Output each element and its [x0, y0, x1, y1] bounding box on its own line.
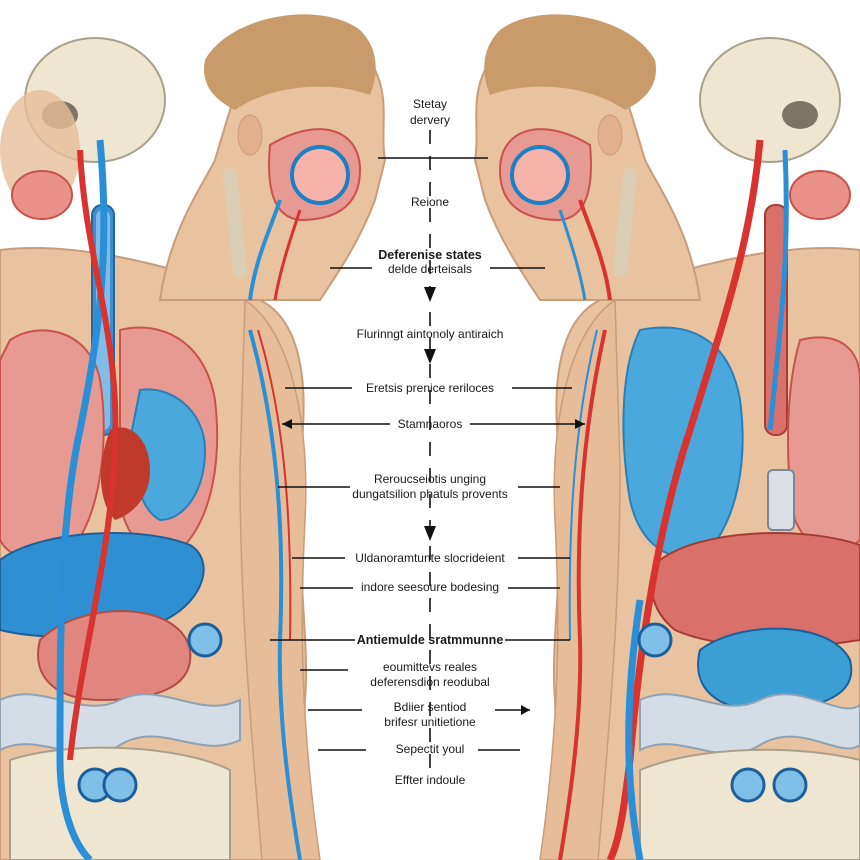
label-uldanoramtunte: Uldanoramtunte slocrideient	[355, 551, 505, 565]
right-big-vein	[625, 599, 644, 860]
arrow-right-stamnaoros	[575, 419, 585, 429]
right-throat-organ	[789, 170, 851, 220]
left-cervical-spine	[223, 168, 247, 277]
arrow-down-3	[424, 526, 436, 541]
right-eye-socket	[782, 101, 818, 129]
center-arrows	[282, 287, 585, 715]
right-device	[767, 469, 795, 531]
right-intestines	[639, 693, 860, 755]
label-indore: indore seesoure bodesing	[360, 580, 500, 594]
right-hair	[484, 14, 656, 110]
label-brifesr: brifesr unitietione	[384, 715, 476, 729]
label-eoumittevs: eoumittevs reales	[382, 660, 478, 674]
label-dungatsilion: dungatsilion phatuls provents	[352, 487, 508, 501]
left-head-profile	[158, 14, 387, 301]
left-hair	[204, 14, 376, 110]
arrow-left-stamnaoros	[282, 419, 292, 429]
right-artery	[606, 139, 764, 860]
right-airway-circle	[510, 145, 570, 205]
left-throat-organ	[11, 170, 73, 220]
right-arm-vein	[568, 329, 598, 641]
right-pelvis	[639, 748, 860, 860]
label-effter: Effter indoule	[394, 773, 466, 787]
right-arm-artery	[558, 329, 607, 860]
label-reroucseiotis: Reroucseiotis unging	[373, 472, 487, 486]
label-deferenise: Deferenise states	[378, 248, 482, 262]
left-pelvis	[9, 746, 231, 860]
left-figure	[0, 37, 321, 860]
left-arm-vein	[248, 329, 302, 860]
right-circles	[637, 622, 808, 803]
right-figure	[539, 37, 860, 860]
left-artery	[67, 149, 119, 761]
left-arm-artery	[257, 329, 292, 641]
arrow-right-bdiier	[521, 705, 530, 715]
left-vein	[56, 139, 108, 860]
right-skull	[699, 37, 841, 163]
right-stomach	[697, 627, 853, 712]
right-vein	[767, 149, 789, 431]
right-lung-pink	[787, 336, 860, 553]
center-connectors	[270, 130, 585, 780]
label-antiemulde: Antiemulde sratmmunne	[356, 633, 504, 647]
right-trachea	[764, 204, 788, 436]
label-bdiier: Bdiier sentiod	[393, 700, 467, 714]
label-sepectit: Sepectit youl	[395, 742, 465, 756]
label-eretsis: Eretsis prenice reriloces	[365, 381, 495, 395]
label-reione: Reione	[410, 195, 450, 209]
left-airway-circle	[290, 145, 350, 205]
arrow-down-1	[424, 287, 436, 302]
label-stetay: Stetay	[412, 97, 448, 111]
left-circles	[77, 622, 223, 803]
label-stamnaoros: Stamnaoros	[397, 417, 463, 431]
right-cervical-spine	[613, 168, 637, 277]
right-ear	[597, 114, 623, 156]
label-delde: delde derteisals	[387, 262, 473, 276]
label-flurinngt: Flurinngt aintonoly antiraich	[356, 327, 504, 341]
label-deferensdion: deferensdion reodubal	[370, 675, 490, 689]
label-dervery: dervery	[409, 113, 450, 127]
left-ear	[237, 114, 263, 156]
right-head-profile	[473, 14, 702, 301]
arrow-down-2	[424, 349, 436, 364]
